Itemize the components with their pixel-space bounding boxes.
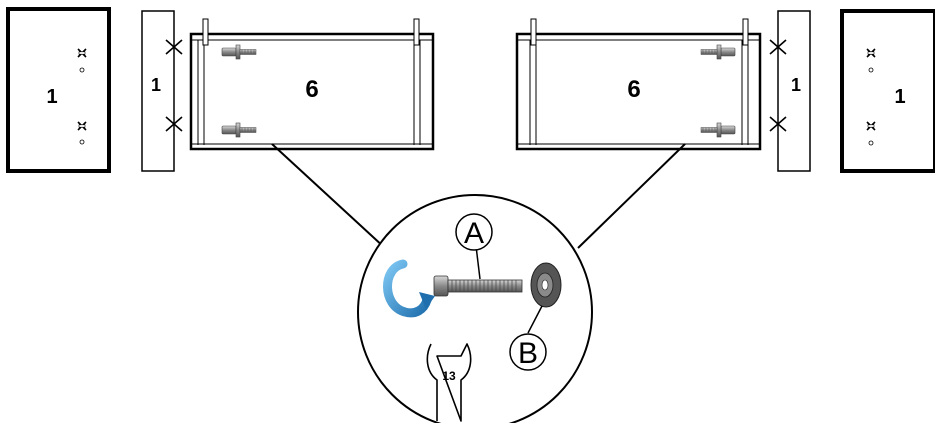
right-cabinet-label: 6 [627, 76, 640, 103]
left-outer-side-panel: 1 [6, 7, 111, 173]
right-outer-panel-label: 1 [894, 86, 905, 108]
wrench-icon: 13 [426, 343, 472, 422]
bolt-a [433, 245, 523, 297]
right-outer-side-panel: 1 [840, 9, 935, 173]
label-b-text: B [518, 337, 538, 370]
right-inner-side-panel: 1 [769, 10, 811, 172]
right-cabinet: 6 [515, 18, 762, 151]
left-inner-side-panel: 1 [141, 10, 183, 172]
washer-b [527, 262, 562, 334]
left-cabinet-label: 6 [305, 76, 318, 103]
wrench-size-label: 13 [442, 369, 456, 383]
left-outer-panel-label: 1 [46, 86, 57, 108]
label-a: A [455, 213, 493, 251]
left-cabinet: 6 [189, 18, 435, 151]
detail-callout: A B 13 [357, 194, 593, 423]
leader-line-right [577, 143, 686, 249]
right-inner-panel-label: 1 [791, 75, 801, 95]
left-inner-panel-label: 1 [151, 75, 161, 95]
label-b: B [509, 333, 547, 371]
label-a-text: A [464, 217, 484, 250]
rotate-arrow-icon [383, 259, 435, 318]
leader-line-left [271, 143, 386, 249]
